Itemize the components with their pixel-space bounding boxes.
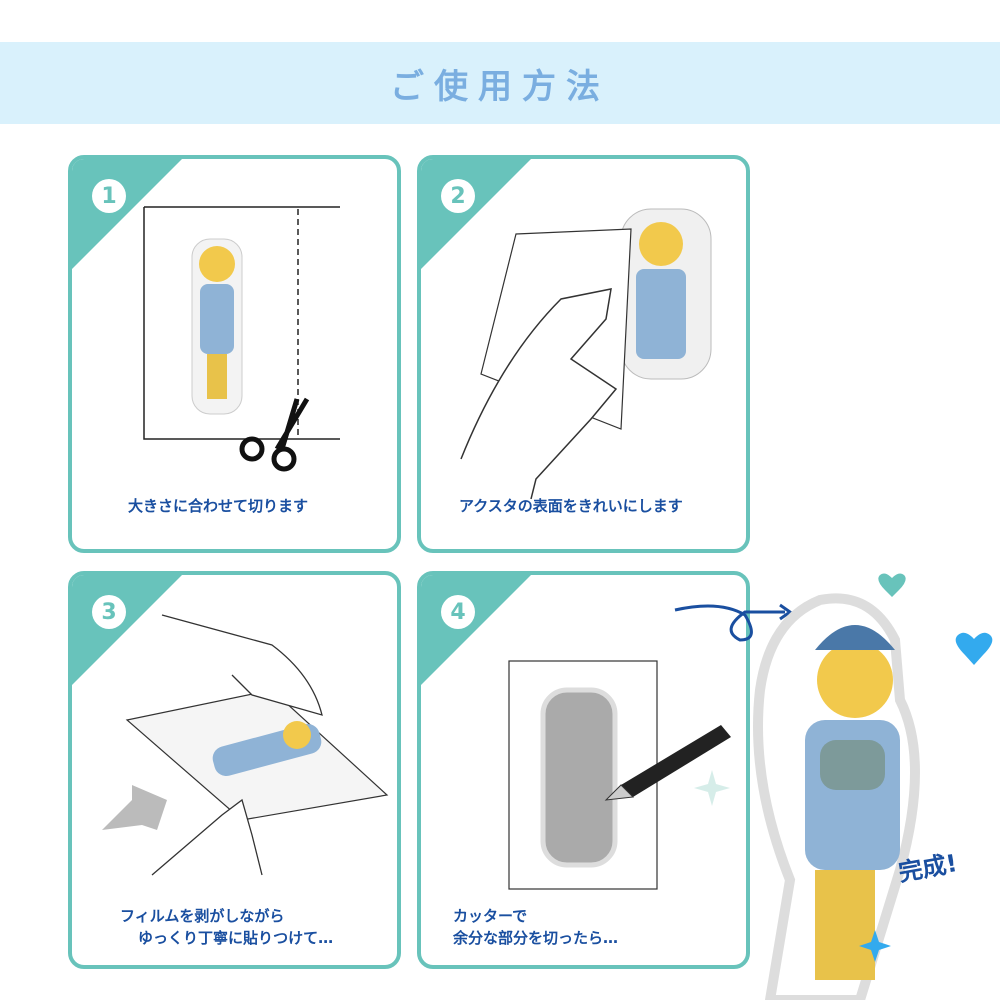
step-2-panel: 2 アクスタの表面をきれいにします [417, 155, 750, 553]
step-3-panel: 3 フィルムを剥がしながら ゆっくり丁寧に貼りつけて… [68, 571, 401, 969]
step-1-panel: 1 大きさに合わせて切ります [68, 155, 401, 553]
step-number: 4 [441, 595, 475, 629]
step-2-caption: アクスタの表面をきれいにします [459, 497, 683, 515]
cutter-illustration [508, 660, 731, 890]
header-band: ご使用方法 [0, 42, 1000, 124]
cut-illustration [143, 206, 340, 472]
step-3-caption-line1: フィルムを剥がしながら [120, 907, 285, 925]
corner-triangle [72, 575, 182, 685]
step-number: 3 [92, 595, 126, 629]
step-1-caption: 大きさに合わせて切ります [128, 497, 309, 515]
step-3-caption-line2: ゆっくり丁寧に貼りつけて… [138, 929, 334, 947]
page-title: ご使用方法 [390, 66, 610, 107]
step-number: 2 [441, 179, 475, 213]
step-4-caption-line2: 余分な部分を切ったら… [453, 929, 619, 947]
step-number: 1 [92, 179, 126, 213]
step-4-caption-line1: カッターで [453, 907, 528, 925]
corner-triangle [72, 159, 182, 269]
wipe-illustration [460, 208, 712, 500]
step-4-panel: 4 カッターで 余分な部分を切ったら… [417, 571, 750, 969]
film-illustration [102, 614, 389, 876]
finished-label: 完成! [896, 849, 960, 887]
